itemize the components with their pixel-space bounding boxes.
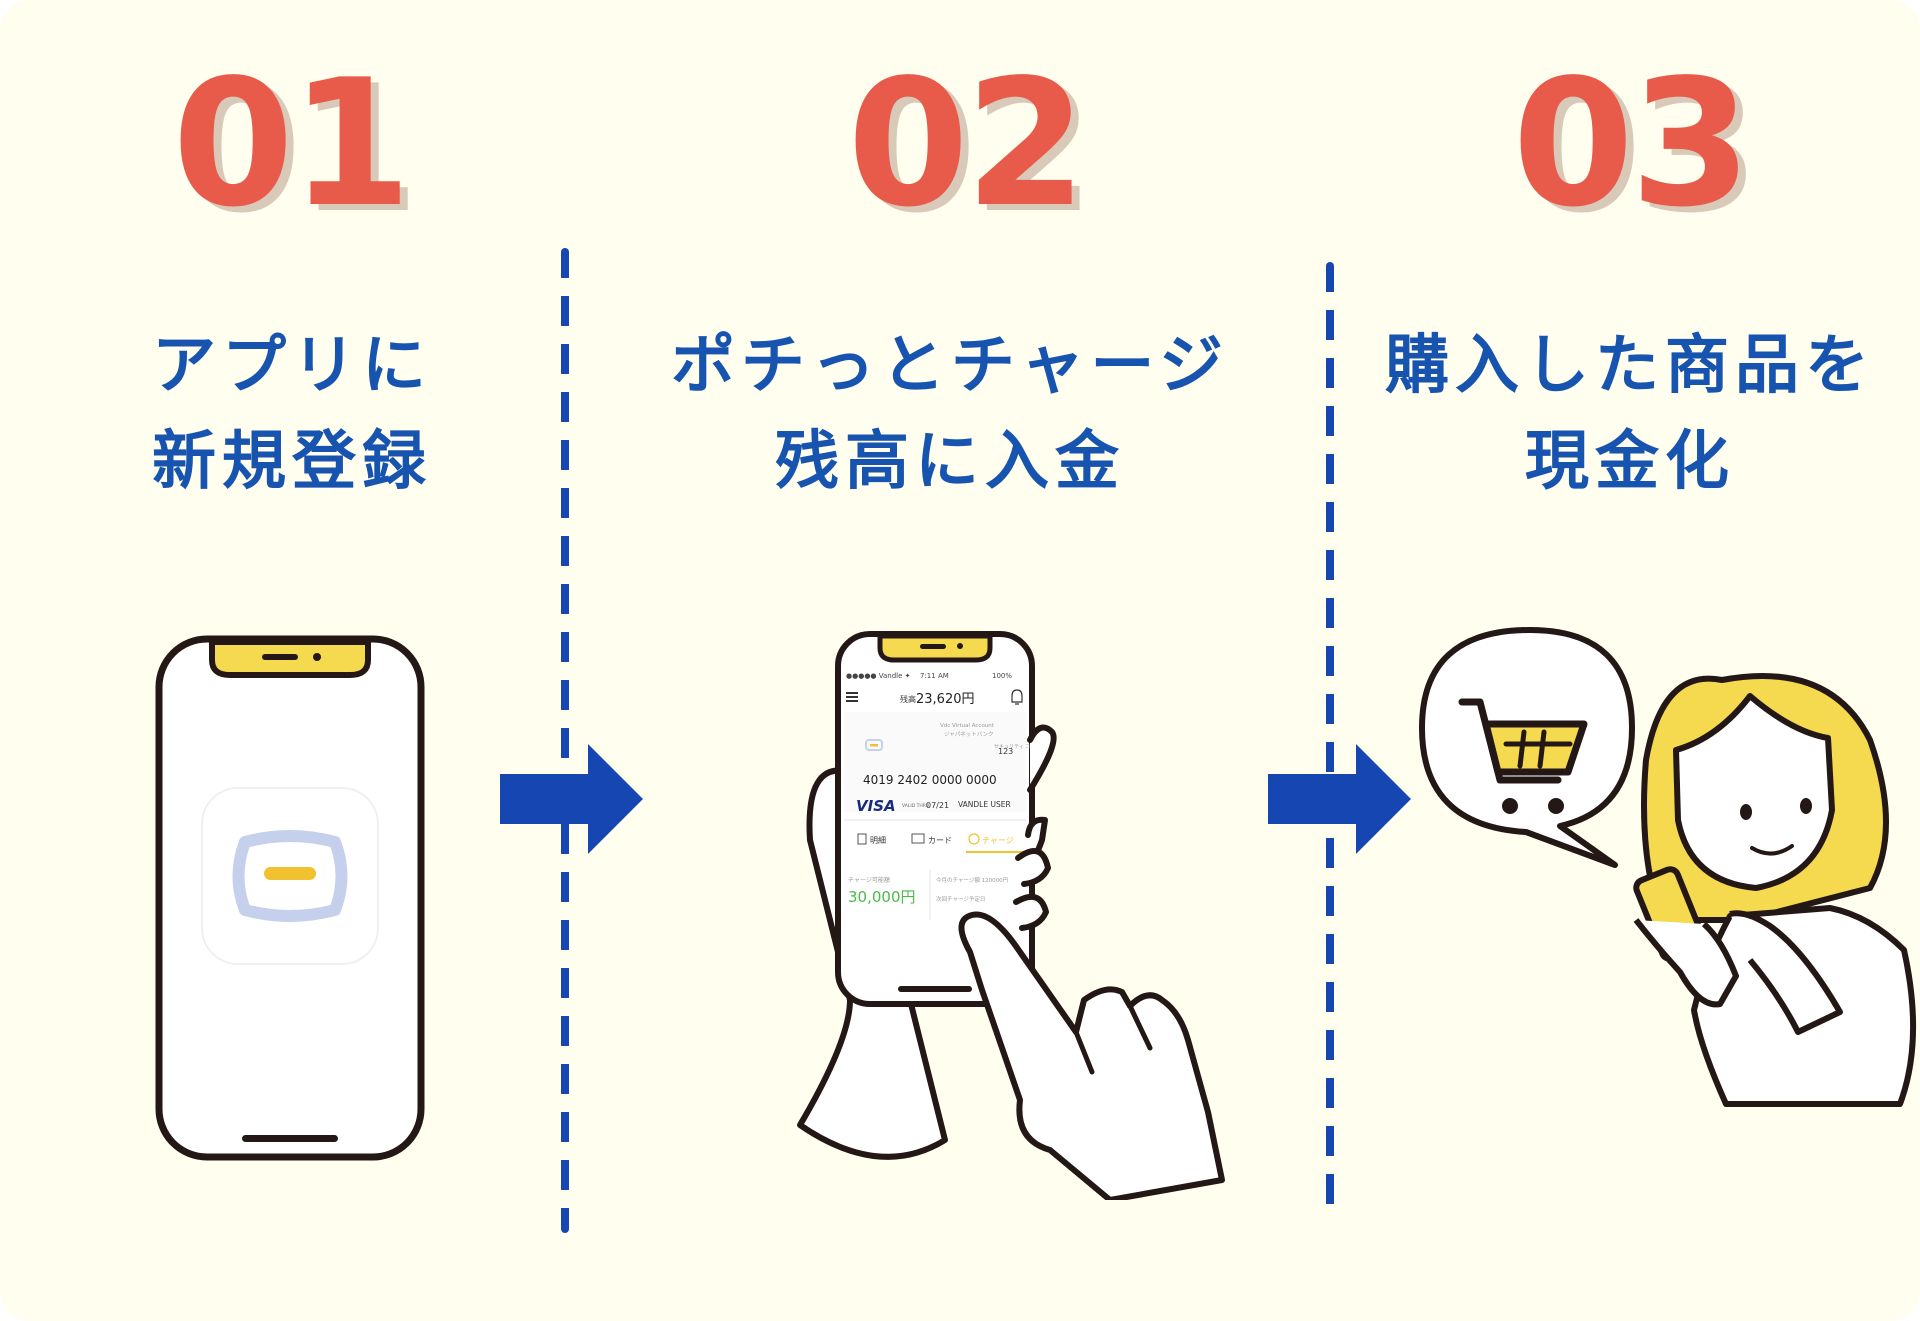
phone-illustration: [155, 635, 425, 1161]
arrow-right-icon: [500, 744, 643, 854]
divider-2: [1326, 262, 1334, 1217]
step-title-03-line1: 購入した商品を: [1385, 329, 1875, 403]
status-battery: 100%: [992, 672, 1012, 680]
woman-shopping-illustration: [1419, 627, 1917, 1107]
card-icon: [911, 833, 925, 844]
card-cvc-label: セキュリティ コード: [994, 744, 1040, 750]
card-header: Vdc Virtual Account: [940, 723, 995, 729]
step-number-02: 02: [847, 43, 1087, 246]
statement-icon: [857, 833, 867, 845]
hand-phone-illustration: ●●●●● Vandle ✦ 7:11 AM 100% 残高 23,620円 V…: [797, 631, 1225, 1200]
tab-statement[interactable]: 明細: [870, 835, 886, 845]
monthly-charge-label: 今月のチャージ額 120000円: [936, 876, 1009, 884]
step-title-01-line2: 新規登録: [152, 425, 432, 499]
step-title-01: アプリに 新規登録: [0, 318, 602, 510]
card-number: 4019 2402 0000 0000: [863, 773, 997, 787]
card-valid-label: VALID THRU: [902, 803, 929, 809]
step-title-02: ポチっとチャージ 残高に入金: [640, 318, 1260, 510]
step-title-02-line1: ポチっとチャージ: [670, 329, 1230, 403]
chargeable-value: 30,000円: [848, 888, 916, 906]
step-title-03-line2: 現金化: [1525, 425, 1735, 499]
step-number-01: 01: [172, 43, 412, 246]
status-time: 7:11 AM: [920, 672, 949, 680]
step-title-02-line2: 残高に入金: [775, 425, 1125, 499]
card-sub: ジャパネットバンク: [944, 731, 994, 738]
step-number-03: 03: [1512, 43, 1752, 246]
step-title-03: 購入した商品を 現金化: [1320, 318, 1920, 510]
card-brand: VISA: [856, 797, 896, 815]
tab-charge[interactable]: チャージ: [982, 836, 1014, 845]
balance-label: 残高: [900, 694, 916, 704]
next-charge-label: 次回チャージ予定日: [936, 895, 985, 903]
card-expiry: 07/21: [926, 801, 949, 810]
charge-icon: [968, 833, 980, 845]
divider-1: [561, 248, 569, 1233]
arrow-right-icon: [1268, 744, 1411, 854]
menu-icon: [846, 692, 858, 694]
tab-card[interactable]: カード: [928, 836, 952, 845]
woman-face: [1673, 693, 1835, 891]
card-cvc: 123: [998, 747, 1013, 756]
card-logo: [865, 739, 883, 751]
shopping-cart-icon: [1458, 698, 1588, 814]
chargeable-label: チャージ可能額: [848, 876, 890, 884]
bell-icon: [1011, 689, 1023, 705]
status-carrier: ●●●●● Vandle ✦: [846, 672, 911, 680]
balance-value: 23,620円: [916, 692, 975, 707]
card-holder: VANDLE USER: [958, 800, 1011, 809]
step-title-01-line1: アプリに: [152, 329, 432, 403]
